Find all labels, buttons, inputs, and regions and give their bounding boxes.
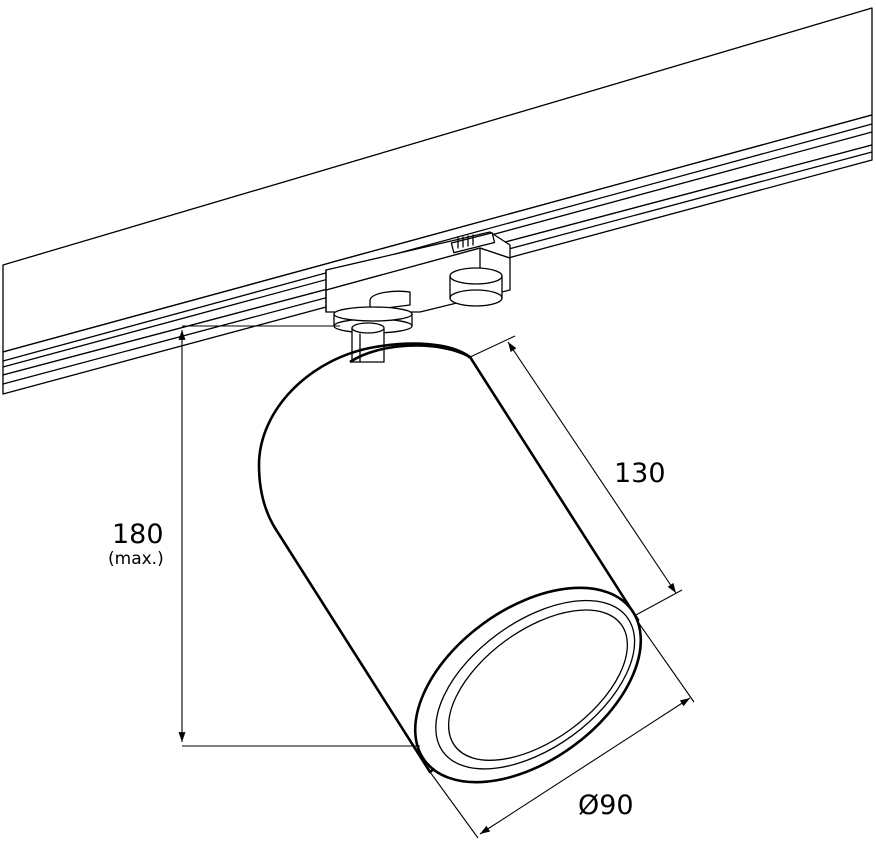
height-dimension [178, 325, 420, 747]
spot-cylinder [257, 342, 643, 784]
diameter-value: Ø90 [578, 790, 634, 821]
track-adapter [325, 231, 511, 363]
length-dimension [467, 335, 683, 617]
height-value: 180 [112, 519, 164, 550]
diameter-dimension [429, 621, 695, 839]
front-ring [413, 586, 643, 784]
length-value: 130 [614, 458, 666, 489]
height-note: (max.) [108, 549, 164, 569]
track-rail [2, 7, 873, 395]
